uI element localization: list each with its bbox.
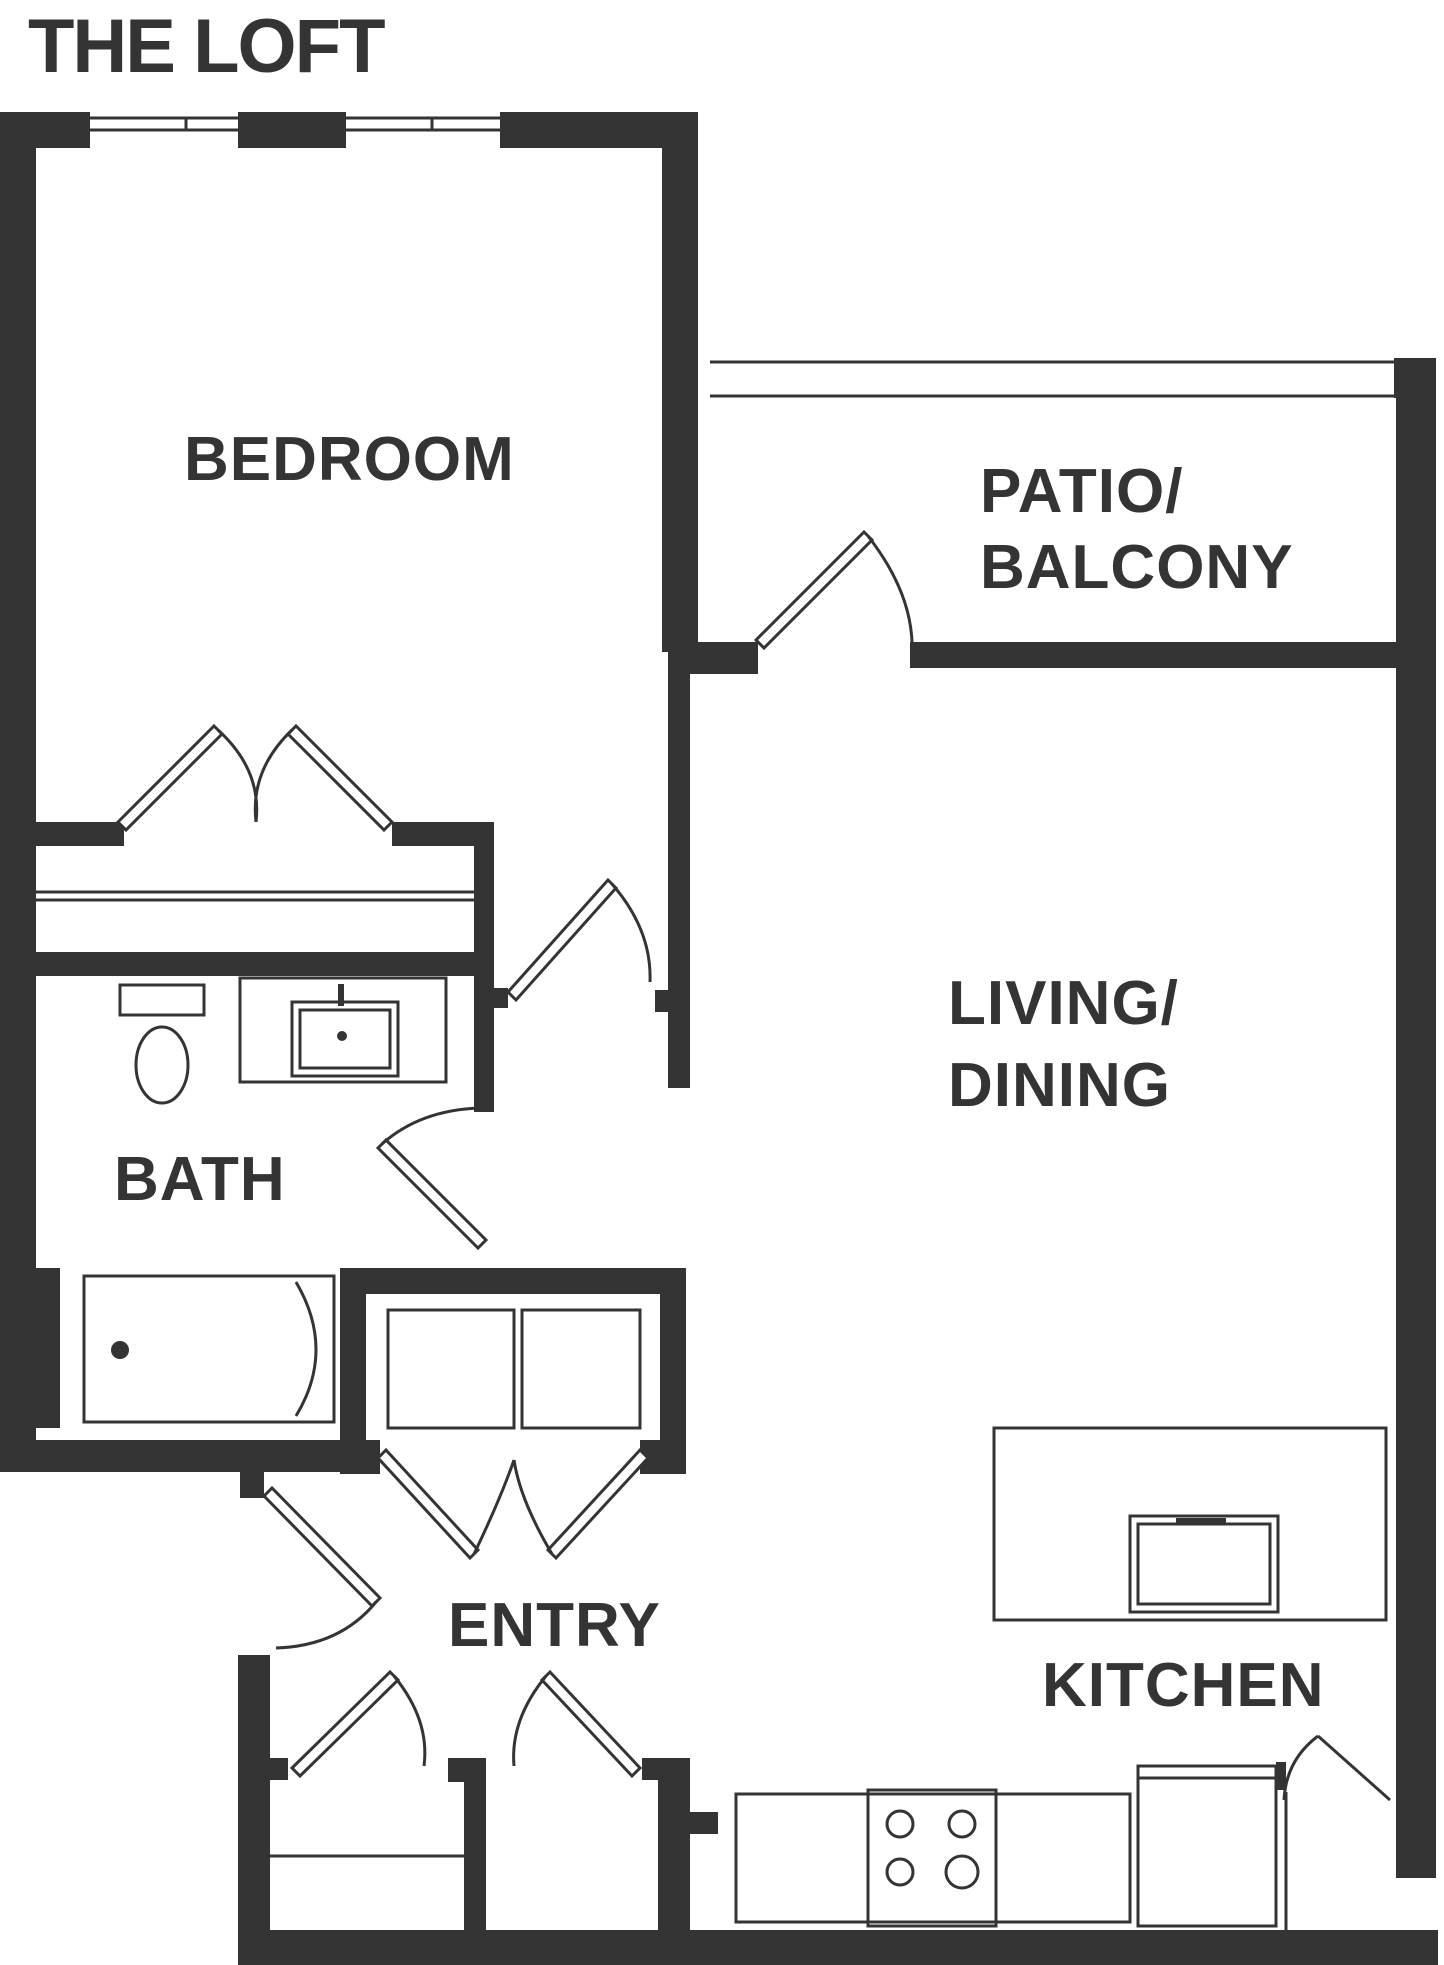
kitchen-fixtures (734, 1426, 1388, 1930)
stove (866, 1788, 998, 1928)
toilet-tank (118, 983, 206, 1017)
burner-1 (885, 1809, 915, 1839)
vanity (238, 976, 448, 1084)
label-entry: ENTRY (448, 1591, 661, 1660)
bedroom-closet-shelf (36, 890, 474, 902)
tub-drain (111, 1341, 129, 1359)
bedroom-door (505, 877, 652, 1003)
pantry-door (1282, 1734, 1391, 1802)
island-faucet (1176, 1518, 1226, 1524)
bath-fixtures (82, 976, 448, 1424)
sink-inner (298, 1008, 392, 1070)
island-sink-inner (1136, 1522, 1272, 1606)
label-kitchen: KITCHEN (1042, 1651, 1325, 1720)
room-labels: BEDROOM PATIO/ BALCONY LIVING/ DINING BA… (114, 425, 1325, 1720)
label-living-line2: DINING (948, 1051, 1171, 1120)
label-patio-line1: PATIO/ (980, 457, 1183, 526)
laundry-closet-doors (375, 1447, 651, 1561)
refrigerator (1136, 1764, 1278, 1928)
patio-railing (710, 360, 1396, 398)
burner-3 (885, 1857, 915, 1887)
faucet (338, 984, 344, 1006)
walls (0, 112, 1438, 1965)
label-bath: BATH (114, 1145, 286, 1214)
burner-4 (944, 1854, 980, 1890)
bedroom-closet-doors (115, 723, 395, 833)
washer-dryer (386, 1308, 642, 1430)
bath-door (375, 1106, 489, 1251)
label-bedroom: BEDROOM (184, 425, 515, 494)
patio-door (753, 529, 914, 651)
toilet-bowl (134, 1025, 190, 1105)
burner-2 (947, 1809, 977, 1839)
bedroom-window (90, 116, 500, 132)
label-living-line1: LIVING/ (948, 969, 1179, 1038)
bathtub (82, 1274, 336, 1424)
island-sink-outer (1128, 1514, 1280, 1614)
label-patio-line2: BALCONY (980, 533, 1294, 602)
drain (337, 1031, 347, 1041)
tub-basin (294, 1281, 318, 1417)
counter (734, 1792, 1132, 1924)
coat-closet-doors (289, 1669, 643, 1779)
plan-title: THE LOFT (28, 4, 385, 89)
entry-door (261, 1485, 383, 1650)
sink-outer (290, 1000, 400, 1078)
washer (386, 1308, 516, 1430)
dryer (520, 1308, 642, 1430)
kitchen-island (992, 1426, 1388, 1622)
